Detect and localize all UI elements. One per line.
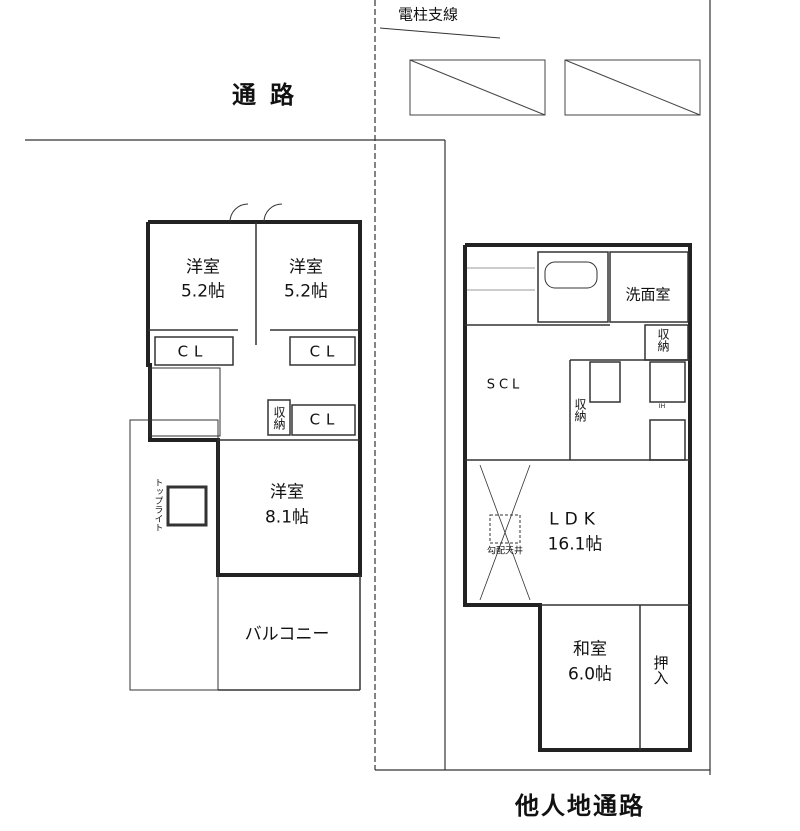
room-size: 8.1帖 xyxy=(264,507,310,528)
first-floor-inner xyxy=(465,251,690,750)
ih-label: IH xyxy=(658,403,666,410)
room-label: 洋室 xyxy=(289,257,323,278)
bottom-road-label: 他人地通路 xyxy=(515,792,645,820)
site-boundary xyxy=(25,0,711,775)
pole-wire-label: 電柱支線 xyxy=(397,5,459,24)
ldk-size: 16.1帖 xyxy=(547,534,603,555)
room-label: 洋室 xyxy=(270,482,304,503)
parking-spaces xyxy=(409,59,701,116)
first-floor-walls xyxy=(463,243,692,752)
storage-label: 収納 xyxy=(656,328,670,352)
ldk-label: LDK xyxy=(549,509,601,530)
second-floor-inner xyxy=(129,203,361,691)
skylight-label: トップライト xyxy=(152,478,163,532)
closet-label: CL xyxy=(177,342,209,361)
washitsu-size: 6.0帖 xyxy=(567,664,613,685)
storage-label: 収納 xyxy=(573,398,587,422)
balcony-label: バルコニー xyxy=(244,624,330,645)
vaulted-ceiling-label: 勾配天井 xyxy=(486,546,524,557)
room-label: 洋室 xyxy=(186,257,220,278)
closet-label: CL xyxy=(309,410,341,429)
washitsu-label: 和室 xyxy=(573,639,607,660)
room-size: 5.2帖 xyxy=(180,281,226,302)
scl-label: SCL xyxy=(486,377,524,393)
closet-label: CL xyxy=(309,342,341,361)
second-floor-walls xyxy=(146,220,362,577)
storage-label: 収納 xyxy=(272,406,286,430)
room-size: 5.2帖 xyxy=(283,281,329,302)
washroom-label: 洗面室 xyxy=(625,285,671,304)
oshiire-label: 押入 xyxy=(651,655,670,685)
top-road-label: 通路 xyxy=(232,81,308,109)
